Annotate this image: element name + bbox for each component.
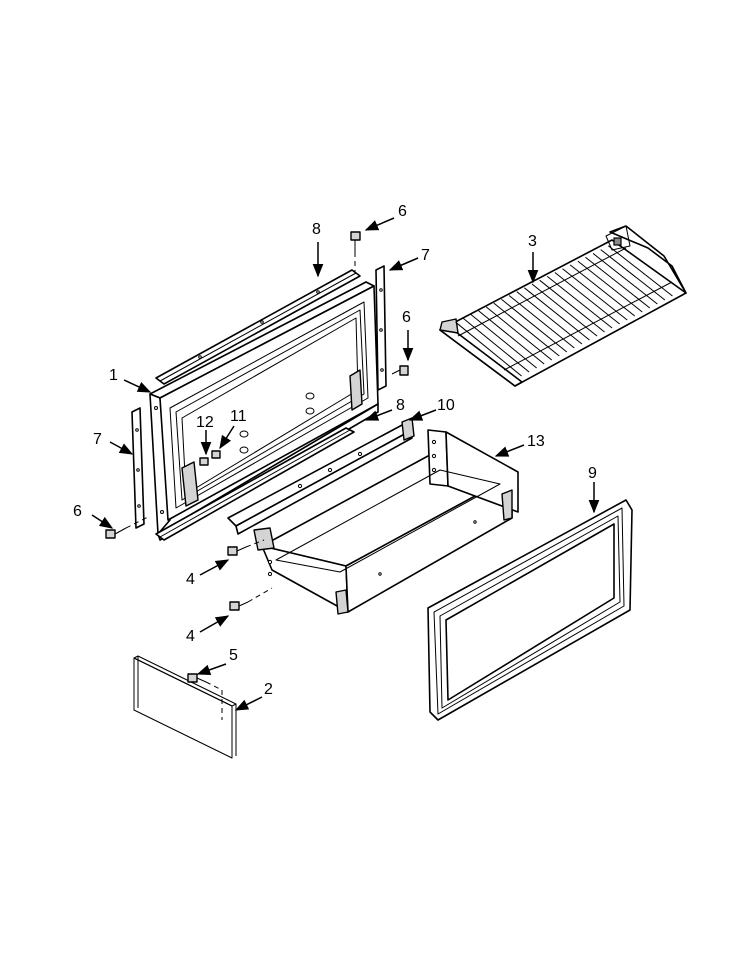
leader-arrows bbox=[91, 217, 600, 711]
callout-4: 4 bbox=[186, 571, 195, 588]
callout-6: 6 bbox=[398, 203, 407, 220]
screw-6-left bbox=[105, 527, 127, 539]
callout-3: 3 bbox=[528, 233, 537, 250]
callout-5: 5 bbox=[229, 647, 238, 664]
callout-6: 6 bbox=[402, 309, 411, 326]
callout-8: 8 bbox=[396, 397, 405, 414]
screw-4-lower bbox=[229, 601, 249, 611]
drawer-bin-part bbox=[253, 429, 519, 615]
callout-12: 12 bbox=[196, 414, 214, 431]
right-side-strip-part bbox=[375, 265, 387, 391]
screw-12 bbox=[199, 457, 209, 466]
screw-4-upper bbox=[227, 546, 247, 556]
callout-11: 11 bbox=[230, 408, 247, 425]
assembly-dash-lines bbox=[125, 252, 356, 720]
callout-7: 7 bbox=[421, 247, 430, 264]
callout-1: 1 bbox=[109, 367, 118, 384]
screw-5 bbox=[187, 673, 207, 683]
shelf-part bbox=[439, 225, 687, 387]
nut-11 bbox=[211, 450, 221, 459]
slide-rail-part bbox=[227, 417, 415, 535]
screw-6-mid bbox=[391, 365, 409, 376]
callout-7: 7 bbox=[93, 431, 102, 448]
callout-10: 10 bbox=[437, 397, 455, 414]
top-trim-strip-part bbox=[155, 269, 361, 385]
callout-4: 4 bbox=[186, 628, 195, 645]
front-panel-part bbox=[133, 655, 237, 759]
callout-2: 2 bbox=[264, 681, 273, 698]
lower-trim-strip-part bbox=[155, 427, 355, 541]
callout-9: 9 bbox=[588, 465, 597, 482]
callout-6: 6 bbox=[73, 503, 82, 520]
screw-6-top bbox=[350, 231, 361, 252]
left-side-strip-part bbox=[131, 407, 145, 529]
callout-8: 8 bbox=[312, 221, 321, 238]
gasket-part bbox=[427, 499, 633, 721]
callout-13: 13 bbox=[527, 433, 545, 450]
